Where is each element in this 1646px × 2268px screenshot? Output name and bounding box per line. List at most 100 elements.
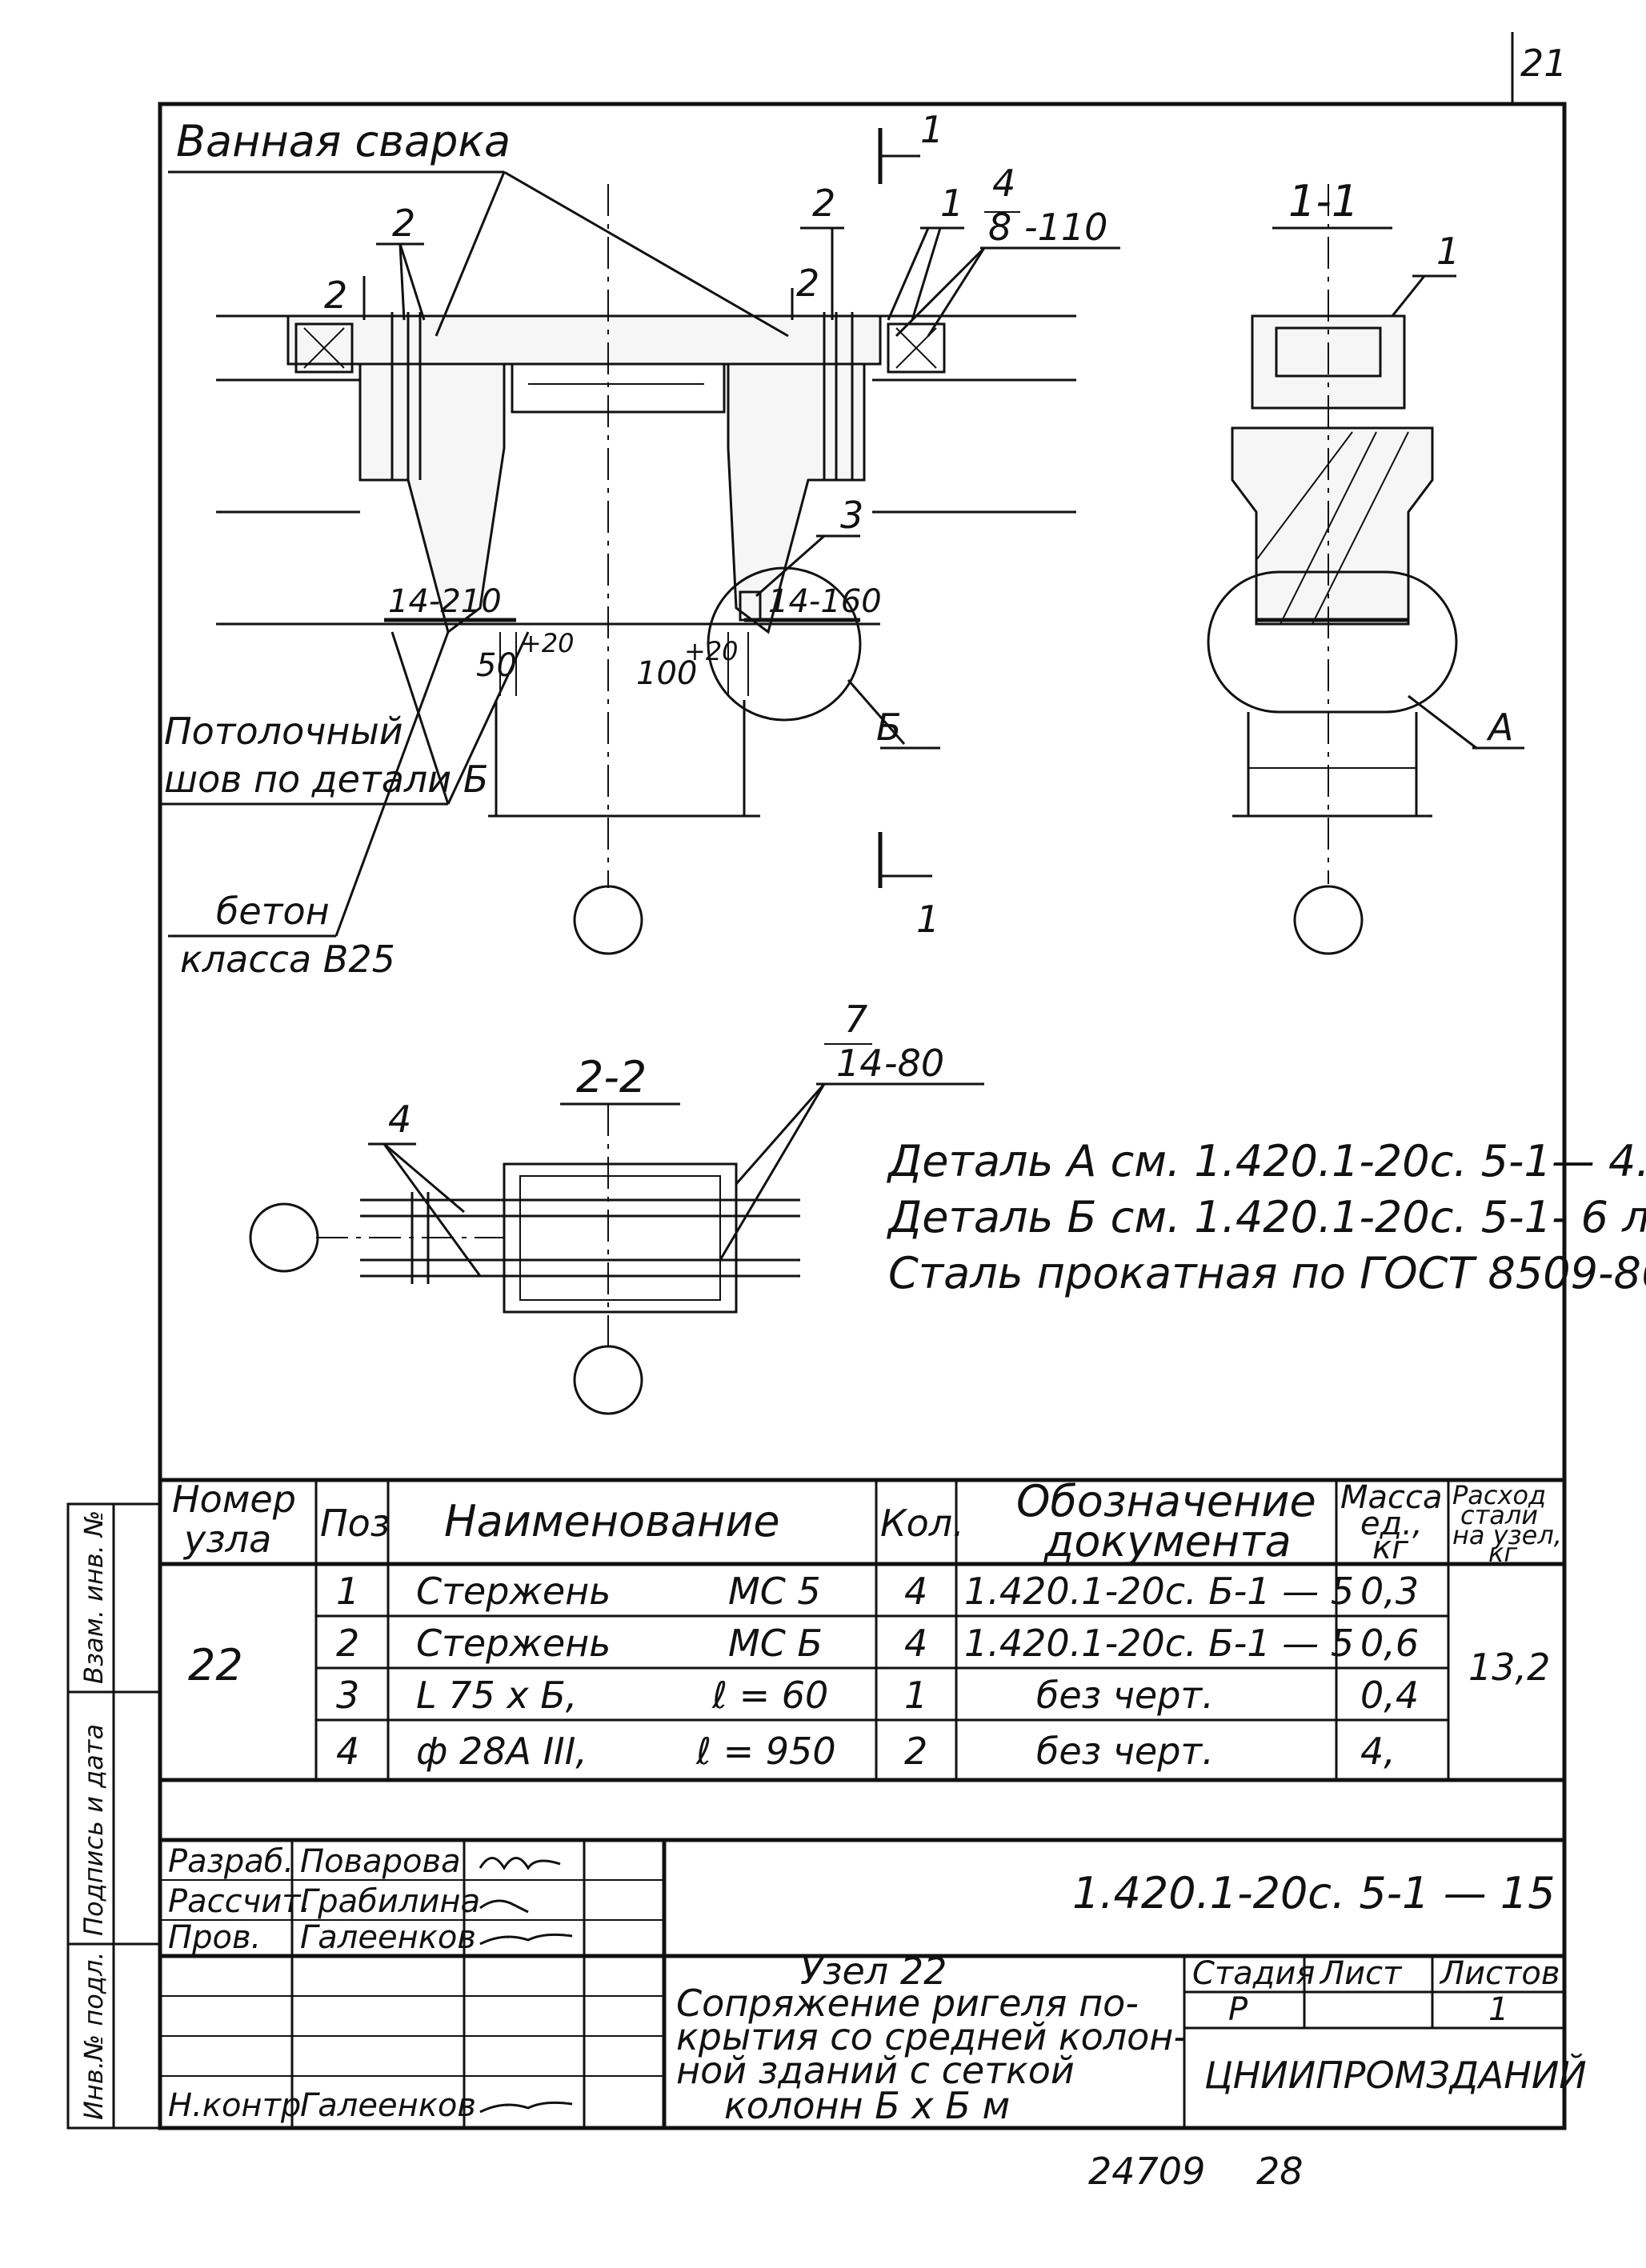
ceiling-seam-label-1: Потолочный: [164, 710, 403, 753]
weld-7-14-top: 7: [844, 998, 867, 1041]
signatures: [479, 1857, 573, 2114]
svg-text:1: 1: [904, 1674, 927, 1717]
pos-2-label-right-upper: 2: [812, 182, 835, 225]
title-line-2: Сопряжение ригеля по-: [676, 1982, 1139, 2025]
pos-1-label-main: 1: [940, 182, 963, 225]
name-calculated: Грабилина: [300, 1883, 480, 1920]
node-number: 22: [188, 1640, 243, 1690]
hdr-name: Наименование: [444, 1496, 780, 1546]
role-calculated: Рассчит.: [168, 1883, 310, 1920]
dim-100: 100: [636, 655, 697, 692]
svg-text:без черт.: без черт.: [1036, 1730, 1214, 1773]
title-line-3: крытия со средней колон-: [676, 2015, 1187, 2058]
detail-b-circle: [707, 566, 862, 722]
hdr-steel-4: кг: [1488, 1538, 1517, 1568]
hdr-mass-1: Масса: [1340, 1479, 1443, 1516]
sheet-number: 21: [1520, 42, 1568, 85]
table-row: 2 Стержень МС Б 4 1.420.1-20с. Б-1 — 5 0…: [336, 1622, 1419, 1665]
svg-text:2: 2: [336, 1622, 359, 1665]
hdr-doc-1: Обозначение: [1016, 1476, 1316, 1526]
name-norm-control: Галеенков: [300, 2087, 476, 2124]
table-row: 4 ф 28А III, ℓ = 950 2 без черт. 4,: [336, 1730, 1396, 1773]
title-line-5: колонн Б х Б м: [724, 2084, 1010, 2127]
pos-2-label-left-lower: 2: [324, 274, 347, 317]
detail-a-outline: [1207, 570, 1458, 714]
svg-text:3: 3: [336, 1674, 359, 1717]
hdr-mass-2: ед.,: [1360, 1506, 1423, 1542]
spec-table: Номер узла Поз Наименование Кол. Обознач…: [160, 1476, 1564, 1782]
side-label-replace: Взам. инв. №: [78, 1510, 109, 1684]
svg-text:0,4: 0,4: [1360, 1674, 1419, 1717]
section-1-1: 1-1 1 А: [1207, 176, 1524, 955]
sheet-frame: 21: [158, 32, 1568, 2130]
side-label-inv-no: Инв.№ подл.: [78, 1951, 109, 2120]
svg-text:2: 2: [904, 1730, 927, 1773]
hdr-qty: Кол.: [880, 1502, 964, 1545]
hdr-steel-2: стали: [1460, 1500, 1538, 1530]
organization: ЦНИИПРОМЗДАНИЙ: [1204, 2054, 1587, 2097]
section-1-1-pos-1: 1: [1436, 230, 1460, 273]
svg-text:МС 5: МС 5: [728, 1570, 821, 1613]
note-detail-b: Деталь Б см. 1.420.1-20с. 5-1- 6 л. 2.: [887, 1192, 1646, 1242]
svg-text:ℓ = 950: ℓ = 950: [695, 1730, 836, 1773]
svg-text:4,: 4,: [1360, 1730, 1396, 1773]
side-strip: Инв.№ подл. Подпись и дата Взам. инв. №: [66, 1502, 162, 2130]
weld-4-8-bottom: 8: [988, 206, 1011, 249]
hdr-node-1: Номер: [172, 1478, 296, 1521]
concrete-label-1: бетон: [216, 890, 330, 933]
notes: Деталь А см. 1.420.1-20с. 5-1— 4. Деталь…: [887, 1136, 1646, 1298]
svg-text:Стержень: Стержень: [416, 1570, 611, 1613]
dim-50-tolerance: +20: [520, 628, 575, 658]
detail-b-label: Б: [876, 706, 902, 749]
concrete-label-2: класса В25: [180, 938, 395, 981]
svg-text:ℓ = 60: ℓ = 60: [711, 1674, 828, 1717]
svg-text:0,6: 0,6: [1360, 1622, 1419, 1665]
weld-14-160: 14-160: [768, 583, 882, 620]
svg-text:1.420.1-20с. Б-1 — 5: 1.420.1-20с. Б-1 — 5: [964, 1622, 1354, 1665]
dim-100-tolerance: +20: [684, 636, 739, 666]
hdr-pos: Поз: [320, 1502, 390, 1545]
section-2-2-pos-4: 4: [388, 1098, 411, 1141]
table-row: 3 L 75 х Б, ℓ = 60 1 без черт. 0,4: [336, 1674, 1419, 1717]
sheets-value: 1: [1488, 1991, 1508, 2028]
note-detail-a: Деталь А см. 1.420.1-20с. 5-1— 4.: [887, 1136, 1646, 1186]
svg-text:4: 4: [904, 1570, 927, 1613]
svg-text:L 75 х Б,: L 75 х Б,: [416, 1674, 577, 1717]
pos-2-label-left-upper: 2: [392, 202, 415, 245]
stage-value: Р: [1228, 1991, 1248, 2028]
concrete-infill-right: [727, 362, 866, 634]
svg-text:1: 1: [336, 1570, 359, 1613]
dim-50: 50: [476, 647, 517, 684]
hdr-doc-2: документа: [1043, 1516, 1292, 1566]
axis-marker-main: [573, 885, 643, 955]
weld-4-8-length: -110: [1024, 206, 1107, 249]
weld-14-210: 14-210: [388, 583, 502, 620]
sheets-label: Листов: [1439, 1955, 1560, 1992]
stage-label: Стадия: [1192, 1955, 1315, 1992]
hdr-mass-3: кг: [1372, 1530, 1409, 1566]
section-1-1-title: 1-1: [1288, 176, 1359, 226]
hdr-node-2: узла: [182, 1518, 271, 1561]
name-developer: Поварова: [300, 1843, 461, 1880]
side-label-signature: Подпись и дата: [78, 1724, 109, 1936]
axis-marker-plan-left: [249, 1202, 319, 1273]
role-developer: Разраб.: [168, 1843, 294, 1880]
drawing-code: 1.420.1-20с. 5-1 — 15: [1072, 1868, 1556, 1918]
steel-total: 13,2: [1468, 1646, 1550, 1689]
section-2-2: 2-2 7 14 -80 4: [249, 998, 984, 1415]
svg-text:без черт.: без черт.: [1036, 1674, 1214, 1717]
table-row: 1 Стержень МС 5 4 1.420.1-20с. Б-1 — 5 0…: [336, 1570, 1419, 1613]
detail-a-label: А: [1486, 706, 1513, 749]
note-steel: Сталь прокатная по ГОСТ 8509-86.: [888, 1248, 1646, 1298]
title-line-4: ной зданий с сеткой: [676, 2049, 1075, 2092]
welding-label: Ванная сварка: [176, 116, 511, 166]
hdr-steel-3: на узел,: [1452, 1520, 1562, 1550]
main-elevation: 1 1 Б Ванная сварка 2 2 2 2 1 4 8: [160, 108, 1120, 981]
hdr-steel-1: Расход: [1452, 1480, 1546, 1510]
angle-pos-3: [739, 590, 762, 622]
footer: 24709 28: [1088, 2150, 1304, 2193]
weld-7-14-bottom: 14: [836, 1042, 883, 1085]
svg-text:МС Б: МС Б: [728, 1622, 823, 1665]
svg-text:0,3: 0,3: [1360, 1570, 1419, 1613]
